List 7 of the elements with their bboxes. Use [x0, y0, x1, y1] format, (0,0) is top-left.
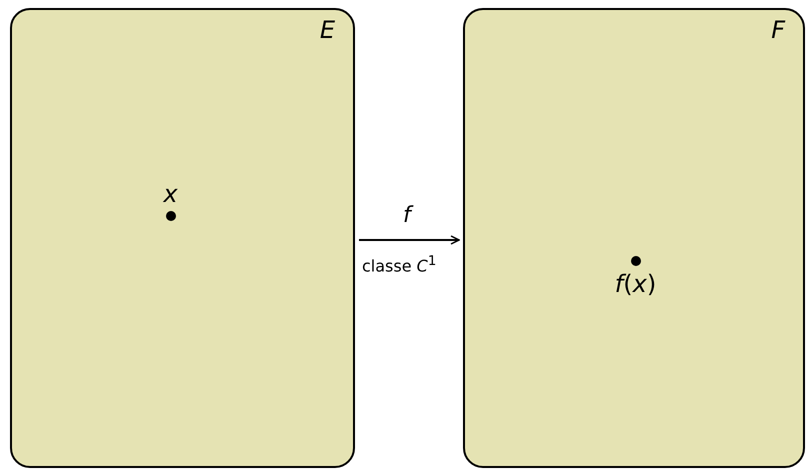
set-label: E: [320, 16, 335, 44]
point-label: f(x): [614, 270, 658, 296]
arrow: [359, 235, 460, 245]
point-label: x: [162, 180, 179, 206]
set-box: [10, 8, 355, 468]
set-label: F: [771, 16, 785, 44]
set-box: [463, 8, 805, 468]
